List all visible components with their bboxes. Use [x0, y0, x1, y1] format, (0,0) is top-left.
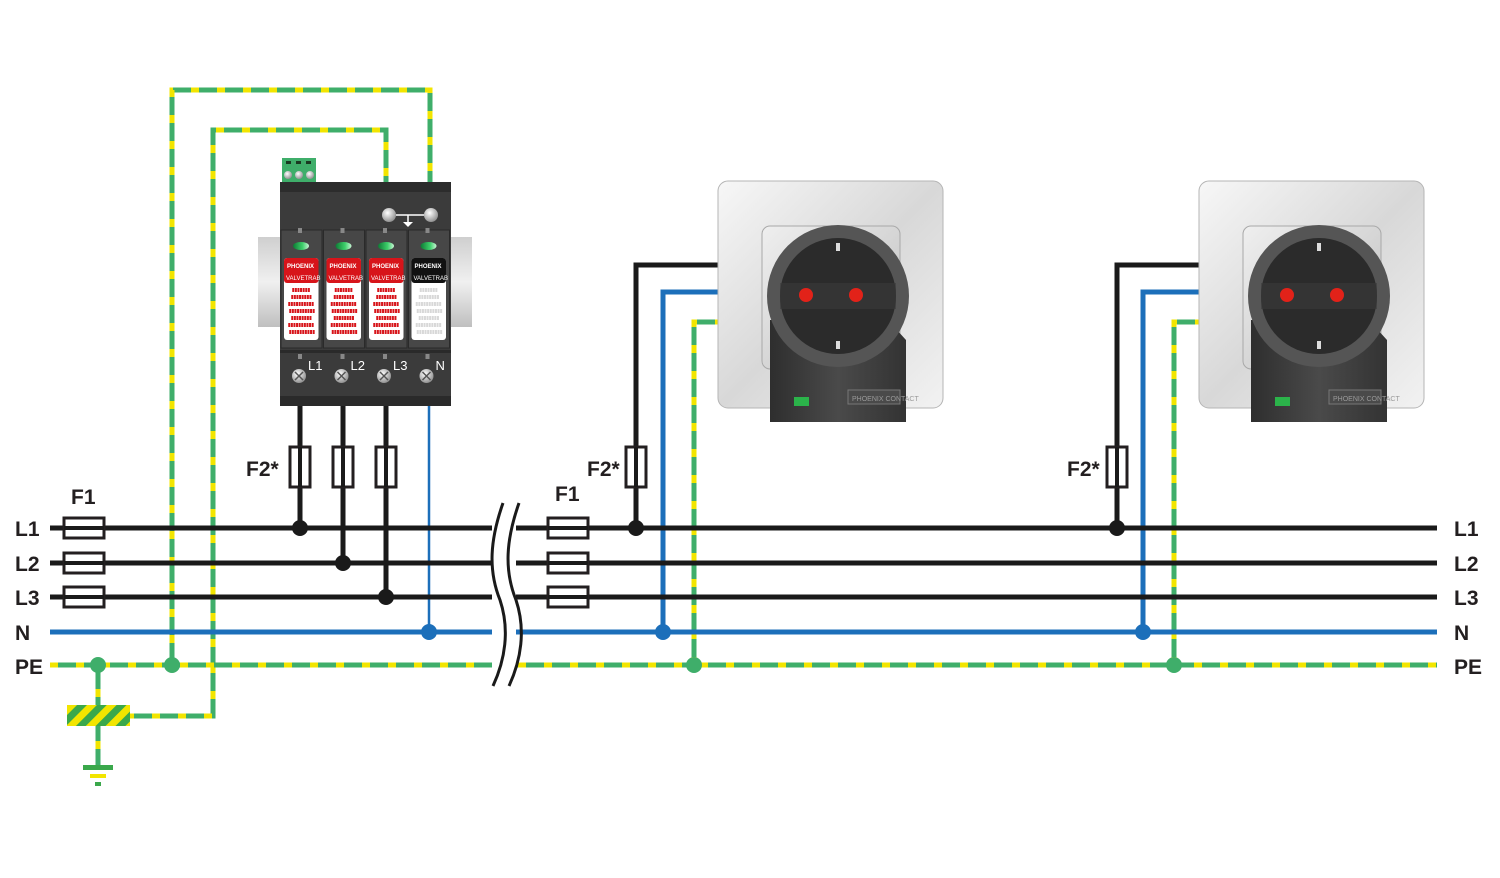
pe-wire-socket-2 — [1171, 319, 1199, 665]
spd-brand-label: PHOENIX — [372, 264, 399, 270]
label-n-left: N — [15, 622, 30, 645]
node-socket1-l1 — [628, 520, 644, 536]
spd-module-l1[interactable]: PHOENIX VALVETRAB L1 — [280, 228, 323, 383]
spd-module-l3[interactable]: PHOENIX VALVETRAB L3 — [365, 228, 408, 383]
fuse-label-f2-socket-1: F2* — [587, 458, 621, 481]
node-pe-spd — [164, 657, 180, 673]
contact-hole-icon — [799, 288, 813, 302]
node-pe-earth — [90, 657, 106, 673]
terminal-label-n: N — [436, 358, 445, 373]
node-spd-l1 — [292, 520, 308, 536]
spd-phase-wiring — [297, 262, 1199, 597]
phase-buses — [50, 525, 1437, 600]
contact-hole-icon — [849, 288, 863, 302]
node-spd-l3 — [378, 589, 394, 605]
junction-nodes — [90, 520, 1182, 673]
fuse-label-f2-socket-2: F2* — [1067, 458, 1101, 481]
label-l1-right: L1 — [1454, 518, 1479, 541]
node-socket2-pe — [1166, 657, 1182, 673]
remote-signal-terminal — [282, 158, 316, 182]
neutral-wiring — [50, 289, 1437, 635]
status-led-icon — [293, 242, 309, 250]
spd-brand-label: PHOENIX — [415, 264, 442, 270]
node-socket1-pe — [686, 657, 702, 673]
spd-product-label: VALVETRAB — [414, 276, 448, 282]
spd-brand-label: PHOENIX — [330, 264, 357, 270]
earth-terminal — [382, 208, 438, 227]
label-l2-left: L2 — [15, 553, 40, 576]
l1-wire-socket-1 — [633, 262, 718, 528]
node-spd-n — [421, 624, 437, 640]
equipotential-bar — [67, 705, 130, 726]
fuse-label-f1-left: F1 — [71, 486, 96, 509]
spd-module-n[interactable]: PHOENIX VALVETRAB N — [408, 228, 450, 383]
spd-module-l2[interactable]: PHOENIX VALVETRAB L2 — [323, 228, 365, 383]
spd-product-label: VALVETRAB — [371, 276, 405, 282]
status-led-icon — [335, 242, 352, 250]
spd-product-label: VALVETRAB — [329, 276, 363, 282]
terminal-label-l1: L1 — [308, 358, 322, 373]
l1-wire-socket-2 — [1114, 262, 1199, 528]
fuse-f2-socket-2: F2* — [1067, 445, 1129, 489]
contact-hole-icon — [1280, 288, 1294, 302]
fuse-label-f1-right: F1 — [555, 483, 580, 506]
status-led-icon — [378, 242, 394, 250]
surge-protective-device: PHOENIXVALVETRABL1PHOENIXVALVETRABL2PHOE… — [258, 158, 472, 406]
label-l3-left: L3 — [15, 587, 40, 610]
label-n-right: N — [1454, 622, 1469, 645]
fuses-f2-spd: F2* — [246, 445, 398, 489]
bus-labels-right: L1 L2 L3 N PE — [1454, 518, 1482, 679]
spd-product-label: VALVETRAB — [286, 276, 320, 282]
n-wire-socket-2 — [1140, 289, 1199, 632]
socket-outlet-2: PHOENIX CONTACT — [1198, 180, 1425, 422]
spd-brand-label: PHOENIX — [287, 264, 314, 270]
socket-brand-label: PHOENIX CONTACT — [852, 396, 919, 403]
fuse-label-f2-spd: F2* — [246, 458, 280, 481]
earth-icon — [83, 765, 113, 786]
fuse-f2-socket-1: F2* — [587, 445, 648, 489]
fuses-f1-left: F1 — [62, 486, 106, 609]
pe-wire-socket-1 — [691, 319, 718, 665]
status-led-icon — [794, 397, 809, 406]
cable-break-symbol — [490, 502, 523, 687]
bus-labels-left: L1 L2 L3 N PE — [15, 518, 43, 679]
terminal-label-l3: L3 — [393, 358, 407, 373]
terminal-label-l2: L2 — [351, 358, 365, 373]
n-wire-socket-1 — [660, 289, 718, 632]
node-socket2-n — [1135, 624, 1151, 640]
label-l1-left: L1 — [15, 518, 40, 541]
node-socket1-n — [655, 624, 671, 640]
node-spd-l2 — [335, 555, 351, 571]
status-led-icon — [1275, 397, 1290, 406]
node-socket2-l1 — [1109, 520, 1125, 536]
status-led-icon — [420, 242, 437, 250]
fuses-f1-right: F1 — [546, 483, 590, 609]
label-l2-right: L2 — [1454, 553, 1479, 576]
socket-brand-label: PHOENIX CONTACT — [1333, 396, 1400, 403]
label-l3-right: L3 — [1454, 587, 1479, 610]
contact-hole-icon — [1330, 288, 1344, 302]
socket-outlet-1: PHOENIX CONTACT — [717, 180, 944, 422]
label-pe-right: PE — [1454, 656, 1482, 679]
label-pe-left: PE — [15, 656, 43, 679]
